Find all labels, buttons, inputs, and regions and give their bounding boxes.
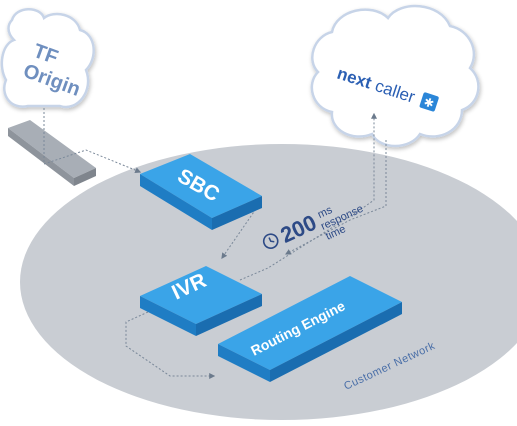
star-icon: ✱ — [422, 95, 436, 111]
sbc-block[interactable] — [140, 154, 262, 230]
nextcaller-cloud — [310, 4, 480, 148]
customer-network-ellipse — [20, 144, 517, 420]
brand-badge — [419, 92, 439, 112]
origin-pad — [8, 120, 96, 186]
response-unit: ms — [316, 204, 335, 221]
connectors — [43, 108, 387, 379]
origin-cloud — [0, 8, 95, 109]
routing-engine-block[interactable] — [218, 276, 402, 382]
ivr-block[interactable] — [140, 266, 262, 336]
clock-icon — [262, 233, 279, 249]
